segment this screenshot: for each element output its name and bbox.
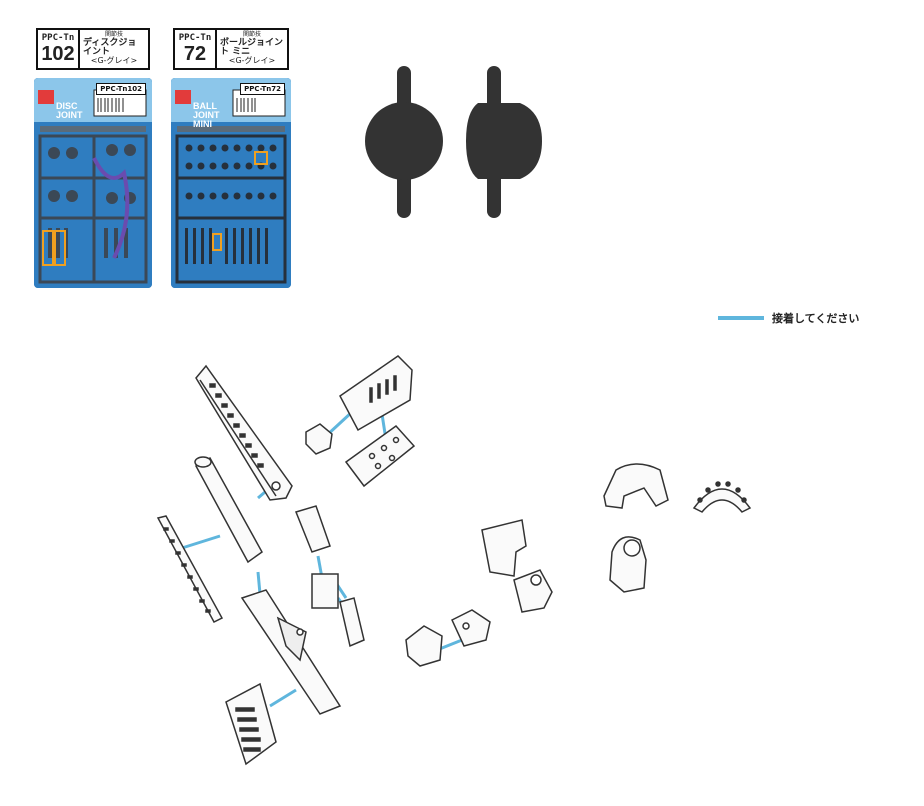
runner-sprue-image	[171, 78, 291, 288]
product-label-ball-joint-mini: PPC-Tn 72 関節技 ボールジョイント ミニ <G-グレイ>	[173, 28, 289, 70]
product-package-ball-joint-mini: BALL JOINT MINI PPC-Tn72	[171, 78, 291, 288]
ball-joint-icon	[466, 66, 542, 218]
disc-joint-icon	[365, 66, 443, 218]
product-code: PPC-Tn 102	[38, 30, 80, 68]
legend-label: 接着してください	[772, 312, 860, 325]
product-code: PPC-Tn 72	[175, 30, 217, 68]
package-code: PPC-Tn72	[240, 83, 285, 95]
parts	[156, 355, 752, 766]
package-name: DISC JOINT	[56, 101, 83, 120]
glue-line-swatch	[718, 316, 764, 320]
product-package-disc-joint: DISC JOINT PPC-Tn102	[34, 78, 152, 288]
package-code: PPC-Tn102	[96, 83, 146, 95]
product-label-disc-joint: PPC-Tn 102 関節技 ディスクジョイント <G-グレイ>	[36, 28, 150, 70]
package-name: BALL JOINT MINI	[193, 101, 220, 129]
product-description: 関節技 ディスクジョイント <G-グレイ>	[83, 31, 138, 66]
legend: 接着してください	[718, 310, 859, 326]
product-description: 関節技 ボールジョイント ミニ <G-グレイ>	[220, 31, 284, 66]
